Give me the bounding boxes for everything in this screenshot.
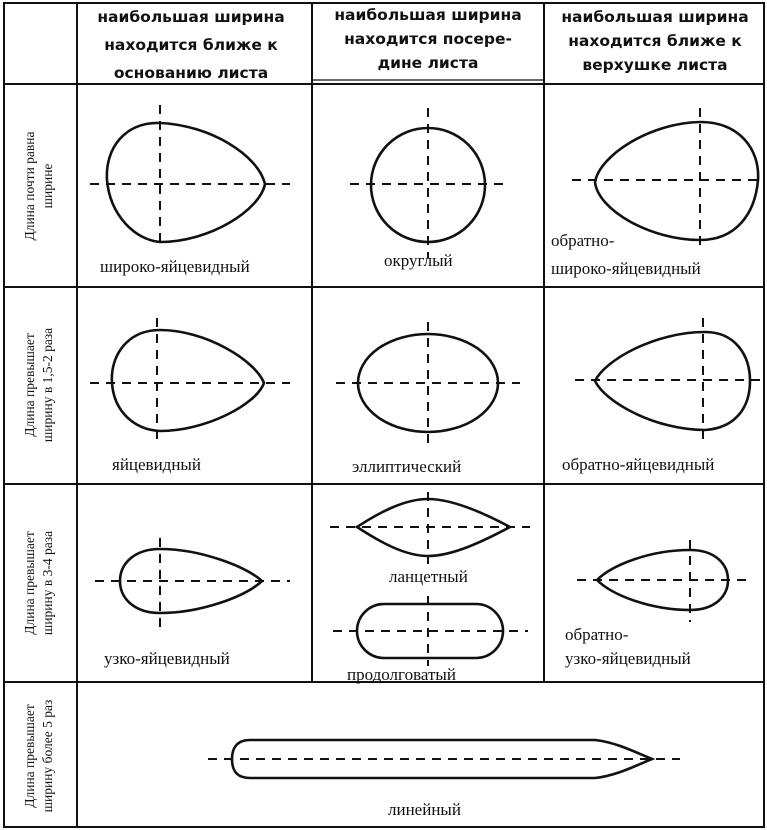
- header-line: основанию листа: [114, 64, 268, 82]
- leaf-lanceolate: ланцетный: [330, 492, 530, 586]
- shape-label: узко-яйцевидный: [565, 649, 691, 668]
- leaf-outline: [105, 121, 267, 244]
- shape-label: обратно-: [551, 231, 615, 250]
- header-line: наибольшая ширина: [561, 8, 748, 26]
- row-header-line: Длина превышает: [22, 704, 37, 808]
- row-header-line: Длина превышает: [22, 333, 37, 437]
- leaf-round: округлый: [350, 108, 505, 270]
- row-header-line: Длина почти равна: [22, 131, 37, 240]
- leaf-obovate: обратно-яйцевидный: [562, 318, 764, 474]
- shape-label: обратно-яйцевидный: [562, 455, 714, 474]
- shape-label: обратно-: [565, 625, 629, 644]
- table-grid: [3, 2, 765, 828]
- shape-label: округлый: [384, 251, 453, 270]
- shape-label: эллиптический: [352, 457, 461, 476]
- header-line: наибольшая ширина: [97, 8, 284, 26]
- column-header-tip: наибольшая ширина находится ближе к верх…: [561, 8, 748, 74]
- row-header-line: ширину в 3-4 раза: [40, 531, 55, 635]
- leaf-narrow-ovate: узко-яйцевидный: [95, 538, 290, 668]
- shape-label: линейный: [388, 800, 461, 819]
- shape-label: ланцетный: [389, 567, 468, 586]
- leaf-ovate: яйцевидный: [90, 318, 290, 474]
- row-header-line: Длина превышает: [22, 531, 37, 635]
- leaf-outline: [593, 330, 752, 432]
- leaf-broad-obovate: обратно- широко-яйцевидный: [551, 108, 765, 278]
- leaf-linear: линейный: [208, 738, 680, 819]
- leaf-outline: [593, 120, 760, 242]
- leaf-outline: [230, 738, 656, 780]
- shape-label: широко-яйцевидный: [100, 257, 250, 276]
- shape-label: продолговатый: [347, 665, 456, 684]
- shape-label: яйцевидный: [112, 455, 201, 474]
- row-header-4: Длина превышает ширину более 5 раз: [22, 700, 55, 813]
- header-line: находится ближе к: [568, 32, 742, 50]
- leaf-outline: [356, 332, 500, 434]
- leaf-narrow-obovate: обратно- узко-яйцевидный: [565, 540, 748, 668]
- header-line: находится посере-: [344, 30, 512, 48]
- column-header-middle: наибольшая ширина находится посере- дине…: [334, 6, 521, 72]
- column-header-base: наибольшая ширина находится ближе к осно…: [97, 8, 284, 82]
- leaf-elliptic: эллиптический: [336, 322, 520, 476]
- table-border: [3, 2, 765, 828]
- row-header-3: Длина превышает ширину в 3-4 раза: [22, 531, 55, 635]
- leaf-oblong: продолговатый: [333, 596, 528, 684]
- shape-label: широко-яйцевидный: [551, 259, 701, 278]
- row-header-line: ширину в 1,5-2 раза: [40, 328, 55, 442]
- header-line: верхушке листа: [582, 56, 727, 74]
- leaf-outline: [110, 328, 266, 433]
- shape-label: узко-яйцевидный: [104, 649, 230, 668]
- leaf-broad-ovate: широко-яйцевидный: [90, 105, 290, 276]
- row-header-2: Длина превышает ширину в 1,5-2 раза: [22, 328, 55, 442]
- header-line: находится ближе к: [104, 36, 278, 54]
- header-line: наибольшая ширина: [334, 6, 521, 24]
- row-header-line: ширине: [40, 164, 55, 209]
- row-header-line: ширину более 5 раз: [40, 700, 55, 813]
- row-header-1: Длина почти равна ширине: [22, 131, 55, 240]
- header-line: дине листа: [378, 54, 479, 72]
